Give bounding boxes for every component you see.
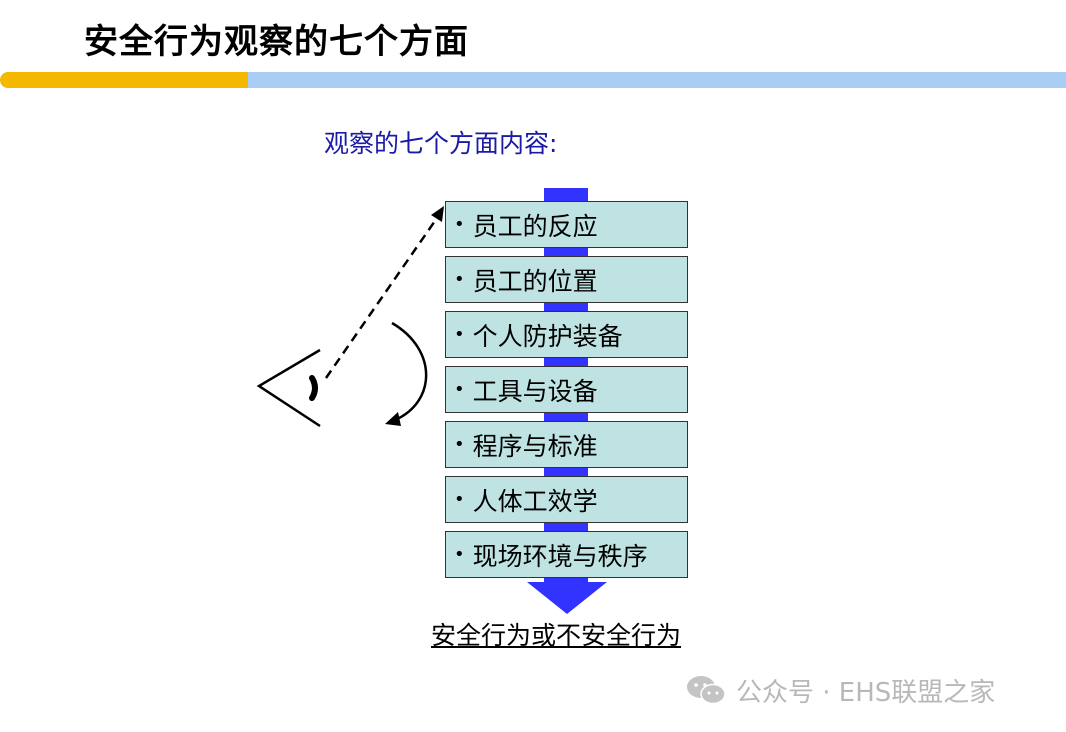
scan-arc	[391, 321, 428, 422]
list-item: •员工的位置	[445, 256, 688, 303]
list-item: •员工的反应	[445, 201, 688, 248]
item-label: 工具与设备	[472, 376, 598, 406]
eye-icon	[256, 348, 321, 428]
line-of-sight	[324, 217, 439, 379]
watermark: 公众号 · EHS联盟之家	[686, 672, 995, 708]
item-label: 人体工效学	[472, 486, 598, 516]
flow-arrow-head	[527, 582, 607, 614]
item-label: 个人防护装备	[472, 321, 623, 351]
watermark-text: 公众号 · EHS联盟之家	[736, 677, 996, 708]
page-title: 安全行为观察的七个方面	[84, 22, 469, 62]
line-of-sight-arrowhead	[431, 206, 444, 222]
list-item: •现场环境与秩序	[445, 531, 688, 578]
title-accent-bar-yellow	[0, 72, 248, 88]
observation-list: •员工的反应 •员工的位置 •个人防护装备 •工具与设备 •程序与标准 •人体工…	[445, 201, 688, 586]
item-label: 现场环境与秩序	[472, 541, 648, 571]
title-accent-bar-blue	[248, 72, 1066, 88]
wechat-icon	[687, 676, 726, 705]
item-label: 程序与标准	[472, 431, 598, 461]
subtitle: 观察的七个方面内容:	[324, 129, 558, 158]
list-item: •个人防护装备	[445, 311, 688, 358]
item-label: 员工的反应	[472, 211, 598, 241]
item-label: 员工的位置	[472, 266, 598, 296]
list-item: •人体工效学	[445, 476, 688, 523]
list-item: •工具与设备	[445, 366, 688, 413]
list-item: •程序与标准	[445, 421, 688, 468]
scan-arc-arrowhead	[385, 412, 401, 426]
result-label: 安全行为或不安全行为	[431, 621, 682, 650]
